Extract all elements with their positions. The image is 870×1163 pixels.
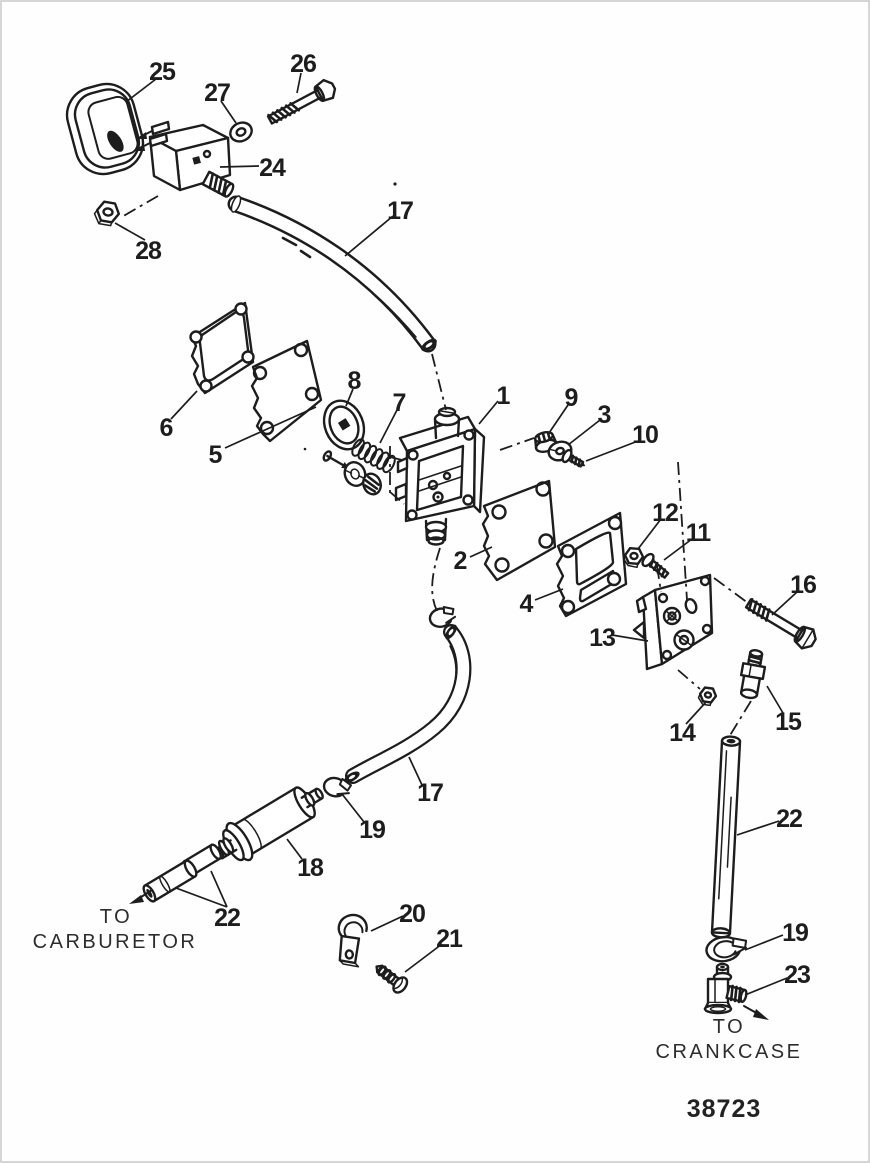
callout-6: 6 [160,414,173,442]
pump-bottom-nipple [424,517,448,546]
callout-19-middle: 19 [359,816,385,844]
part-washer-27 [229,121,253,143]
scan-speck [303,447,307,451]
part-fuel-tube-22b [142,859,198,903]
callout-14: 14 [669,719,696,747]
to-crankcase-arrow [743,1005,769,1020]
part-screw-26 [266,78,337,125]
callout-21: 21 [436,925,463,953]
part-valve-screw [322,450,349,469]
part-check-valve-8 [322,399,366,451]
part-diaphragm-5 [250,339,323,443]
part-nut-14 [697,686,718,707]
callout-1: 1 [497,382,511,410]
part-hose-clamp-upper [428,605,457,628]
leader-lines [114,72,798,996]
part-fuel-filter-18 [214,786,324,862]
part-hose-clamp-19-middle [322,776,353,798]
to-crankcase-line1: TO [713,1016,745,1038]
callout-11: 11 [686,519,712,547]
callout-8: 8 [348,367,362,395]
callout-17-lower: 17 [417,779,443,807]
part-screw-21 [375,964,409,994]
part-fuel-hose-17-lower [344,624,472,784]
part-fuel-connector-24 [134,120,235,198]
part-valve-disc-a [343,461,367,487]
part-spring-7 [351,438,396,474]
callout-2: 2 [454,547,467,575]
to-crankcase-line2: CRANKCASE [656,1041,803,1063]
callout-10: 10 [632,421,658,449]
callout-17-upper: 17 [387,197,413,225]
part-clamp-bracket-20 [337,913,368,968]
filter-inlet-nipple [300,787,324,809]
callout-labels: 25 26 27 24 28 17 6 5 8 7 1 9 3 10 2 4 1… [135,50,817,989]
connector-nipple [201,170,235,198]
part-nut-28 [93,200,121,227]
to-carburetor-arrow [129,889,153,904]
part-hose-clamp-19-bottom [705,935,748,963]
callout-26: 26 [290,50,316,78]
callout-7: 7 [393,389,406,417]
part-fuel-hose-17-upper [227,195,437,353]
scan-speck [393,182,397,186]
callout-3: 3 [598,401,611,429]
part-diaphragm-2 [481,479,557,582]
callout-22-left: 22 [214,904,240,932]
callout-16: 16 [790,571,816,599]
callout-23: 23 [784,961,810,989]
part-screw-11 [641,552,670,579]
to-carburetor-line1: TO [100,906,132,928]
part-grommet-25 [65,82,145,176]
callout-20: 20 [399,900,425,928]
part-nut-12 [622,546,645,569]
callout-13: 13 [589,624,615,652]
part-valve-disc-b [362,472,382,496]
part-gasket-6 [189,301,255,395]
callout-15: 15 [775,708,802,736]
part-elbow-fitting-23 [703,962,748,1015]
callout-19-bottom: 19 [782,919,808,947]
callout-5: 5 [209,441,223,469]
assembly-dash-lines [119,195,752,738]
to-carburetor-line2: CARBURETOR [33,931,198,953]
callout-25: 25 [149,58,176,86]
part-bolt-16 [744,597,817,650]
drawing-number: 38723 [687,1095,762,1123]
part-retainer-ring [217,837,235,857]
callout-4: 4 [520,590,534,618]
callout-24: 24 [259,154,286,182]
pump-top-port [433,406,461,440]
callout-12: 12 [652,499,678,527]
part-fuel-pump-cover-13 [632,573,714,671]
callout-18: 18 [297,854,324,882]
callout-9: 9 [565,384,578,412]
part-fuel-tube-22-right [710,735,742,939]
callout-28: 28 [135,237,162,265]
assembly-direction-arrows [134,130,153,151]
part-gasket-4 [555,511,628,618]
text-annotations: TO CARBURETOR TO CRANKCASE 38723 [33,906,803,1123]
callout-27: 27 [204,79,230,107]
part-fuel-pump-body-1 [394,406,486,546]
part-elbow-fitting-15 [739,649,767,700]
part-screw-10 [561,448,586,468]
callout-22-right: 22 [776,805,802,833]
